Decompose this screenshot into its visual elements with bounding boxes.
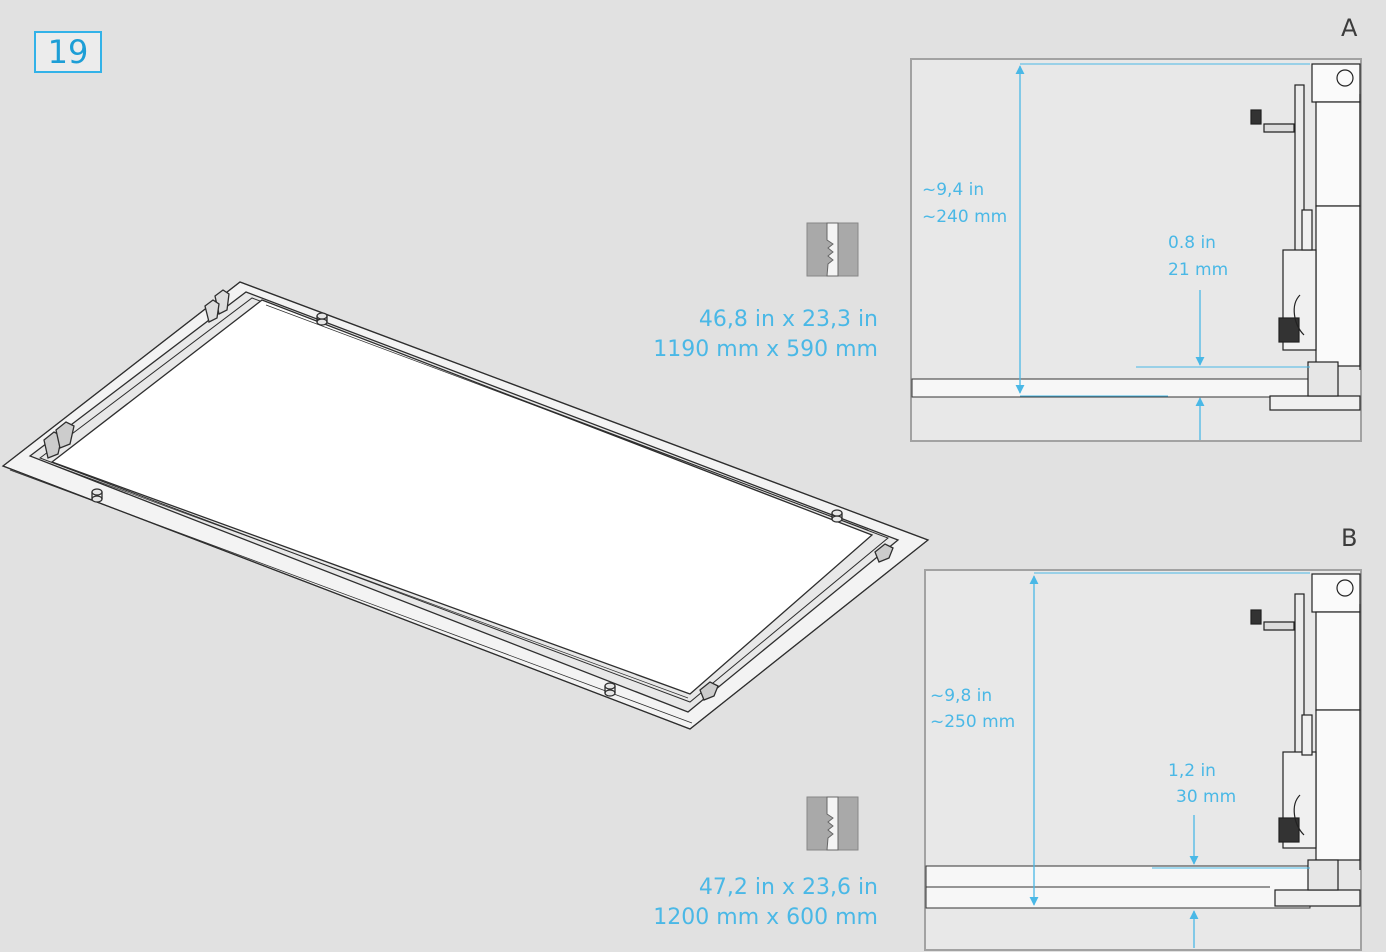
panel-b-size-in: 47,2 in x 23,6 in bbox=[698, 875, 878, 900]
panel-b-height-mm: ~250 mm bbox=[930, 712, 1016, 732]
panel-b-height-in: ~9,8 in bbox=[930, 686, 993, 706]
detail-panel-a bbox=[910, 58, 1362, 442]
detail-panel-b bbox=[924, 569, 1362, 951]
panel-a-height-mm: ~240 mm bbox=[922, 207, 1008, 227]
panel-b-offset-in: 1,2 in bbox=[1168, 761, 1216, 781]
tile-edge-icon-a bbox=[806, 222, 859, 277]
step-number-badge: 19 bbox=[34, 31, 102, 73]
panel-b-size-mm: 1200 mm x 600 mm bbox=[653, 905, 878, 930]
panel-b-offset-mm: 30 mm bbox=[1176, 787, 1237, 807]
tile-edge-icon-b bbox=[806, 796, 859, 851]
panel-a-size-mm: 1190 mm x 590 mm bbox=[653, 337, 878, 362]
ceiling-panel-illustration bbox=[1, 281, 930, 730]
panel-a-size-in: 46,8 in x 23,3 in bbox=[698, 307, 878, 332]
panel-a-offset-mm: 21 mm bbox=[1168, 260, 1229, 280]
panel-a-letter: A bbox=[1341, 14, 1358, 42]
panel-a-offset-in: 0.8 in bbox=[1168, 233, 1216, 253]
panel-b-letter: B bbox=[1341, 524, 1358, 552]
panel-a-height-in: ~9,4 in bbox=[922, 180, 985, 200]
